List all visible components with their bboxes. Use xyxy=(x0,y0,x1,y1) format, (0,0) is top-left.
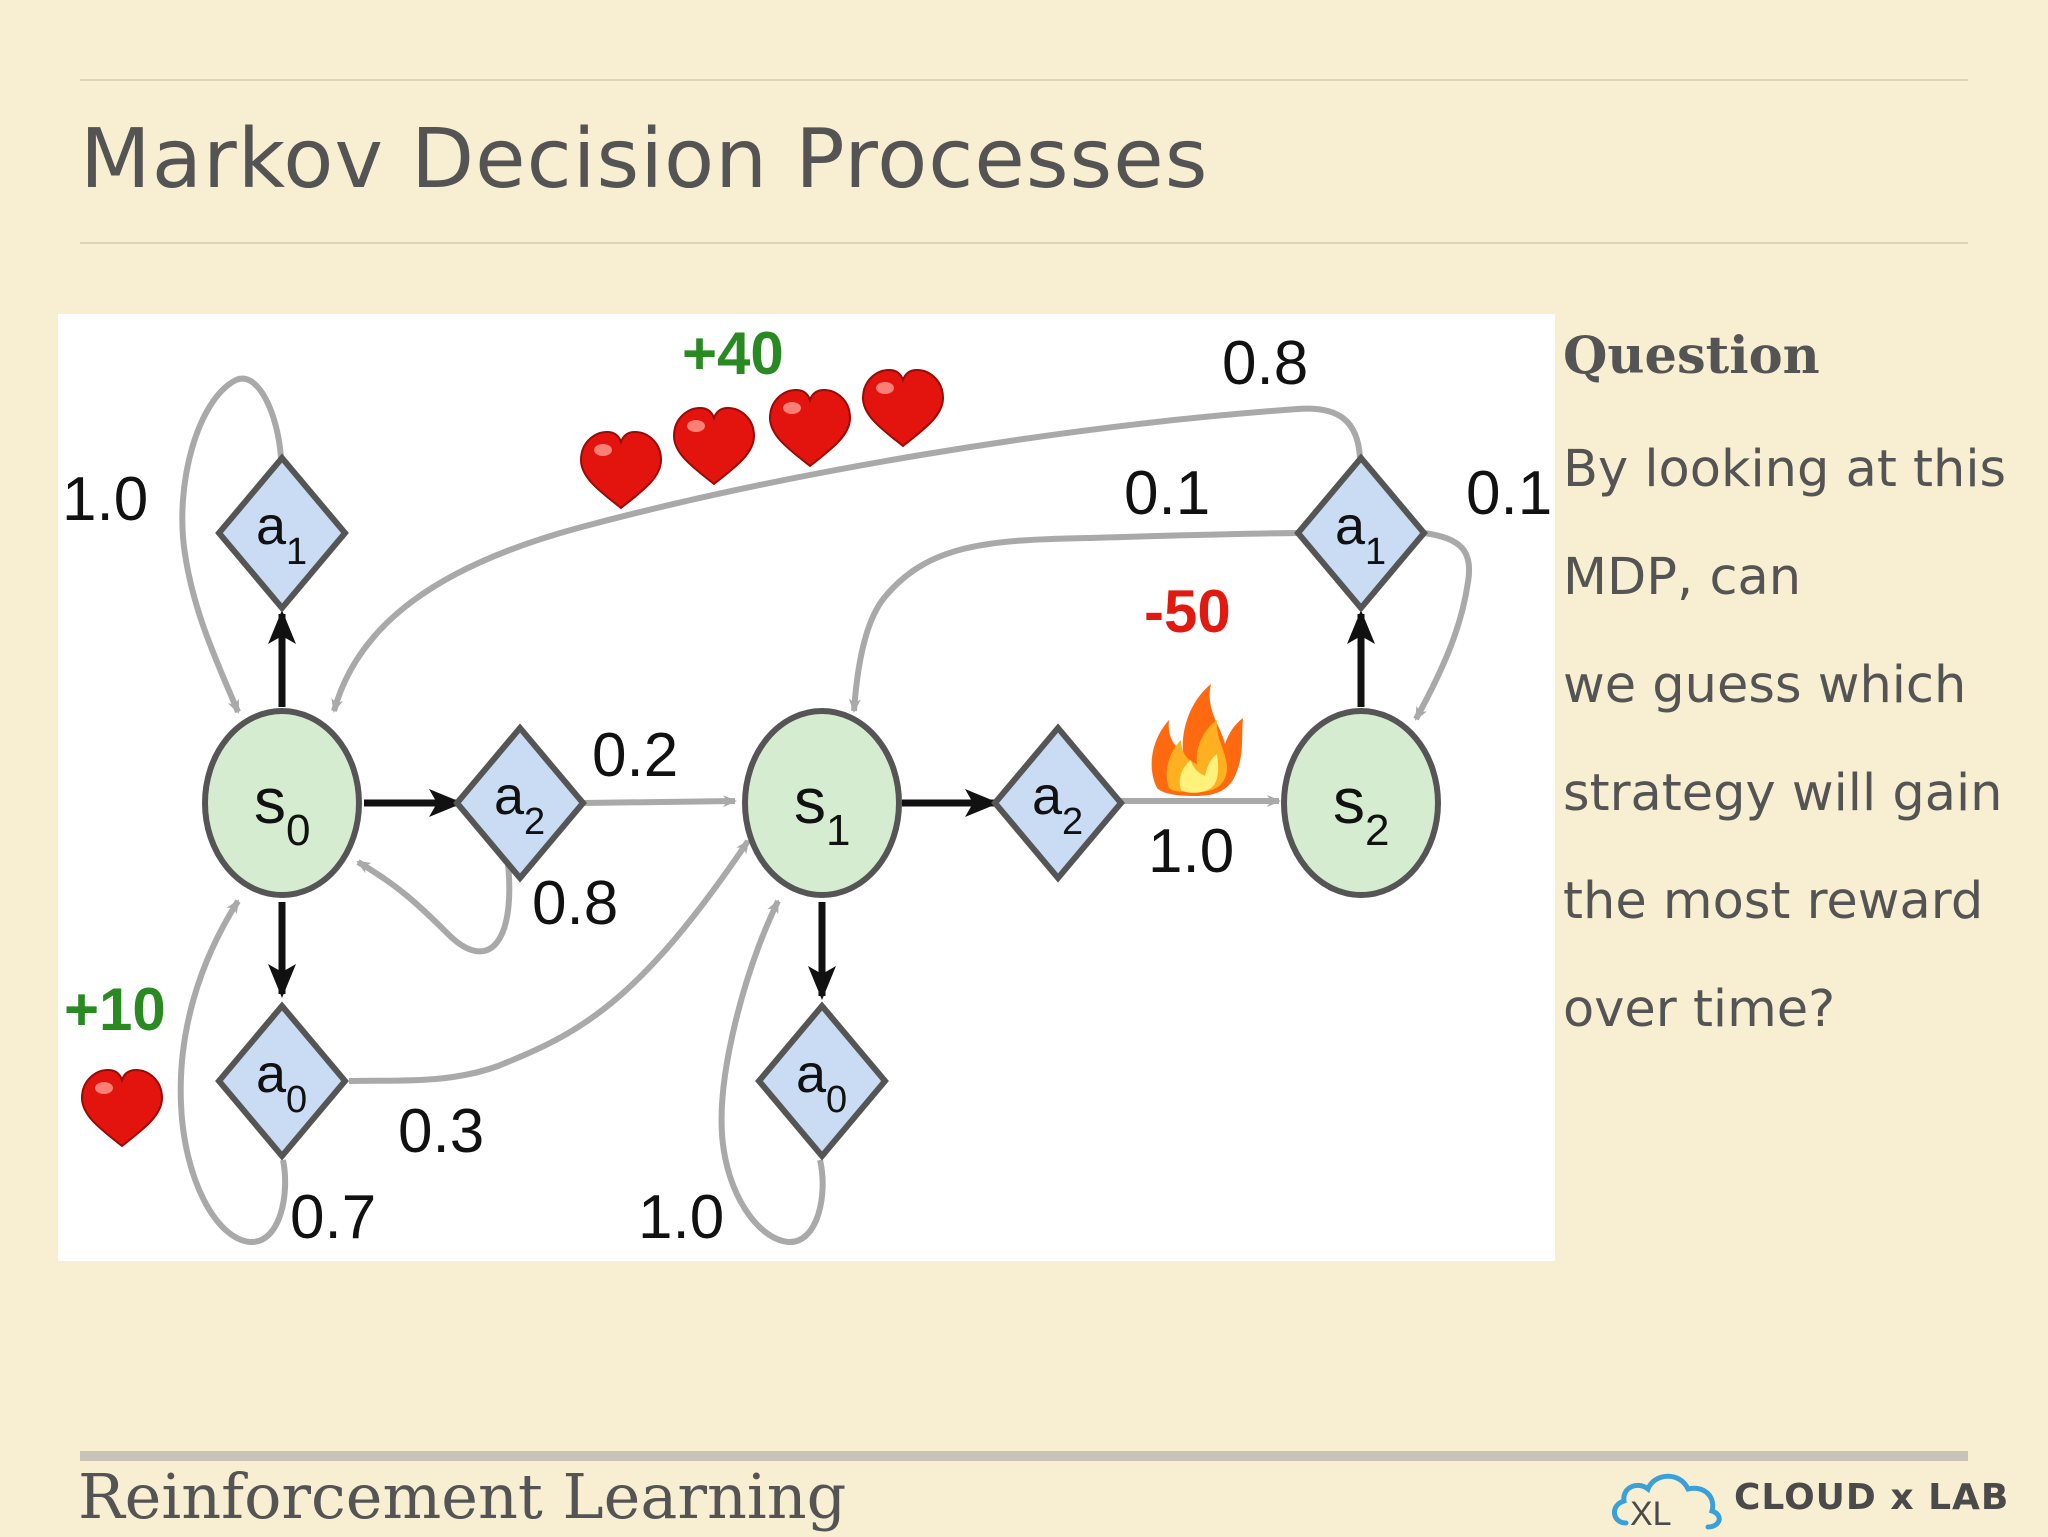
cloudxlab-logo: XL CLOUD x LAB xyxy=(1608,1467,2008,1533)
heart-icon xyxy=(580,431,662,509)
action-s0-a0 xyxy=(215,1001,349,1161)
prob-a2-s0: 0.8 xyxy=(532,869,618,938)
heart-icon xyxy=(769,389,851,467)
prob-s0-a1-loop: 1.0 xyxy=(62,465,148,534)
prob-a0-s1: 0.3 xyxy=(398,1097,484,1166)
footer-title: Reinforcement Learning xyxy=(78,1460,847,1533)
arrow-a1-s1 xyxy=(848,530,1299,713)
action-s2-a1 xyxy=(1294,453,1428,613)
heart-icon xyxy=(673,407,755,485)
arrow-a0-s0-loop xyxy=(177,899,289,1245)
prob-a2-s2: 1.0 xyxy=(1148,817,1234,886)
question-line: strategy will gain xyxy=(1563,764,2003,823)
action-s1-a0 xyxy=(755,1001,889,1161)
question-line: MDP, can xyxy=(1563,548,1802,607)
arrow-a1-s0 xyxy=(331,405,1363,713)
question-line: over time? xyxy=(1563,980,1836,1039)
prob-a1-s2: 0.1 xyxy=(1466,459,1552,528)
state-s2 xyxy=(1281,708,1441,898)
prob-a1-s0: 0.8 xyxy=(1222,329,1308,398)
action-s0-a1 xyxy=(215,453,349,613)
cloud-icon: XL xyxy=(1612,1473,1722,1533)
prob-a1-s1: 0.1 xyxy=(1124,459,1210,528)
prob-s1-a0-loop: 1.0 xyxy=(638,1183,724,1252)
arrow-a0-s1 xyxy=(348,839,751,1084)
question-heading: Question xyxy=(1563,326,1820,386)
prob-a2-s1: 0.2 xyxy=(592,721,678,790)
logo-wordmark: CLOUD x LAB xyxy=(1734,1477,2010,1518)
arrow-a1-s2-loop xyxy=(1413,530,1473,721)
reward-minus-50: -50 xyxy=(1144,578,1231,645)
slide-title: Markov Decision Processes xyxy=(80,112,1209,207)
state-s1 xyxy=(742,708,902,898)
footer-rule xyxy=(80,1451,1968,1461)
arrow-a2-s0-loop xyxy=(356,853,513,955)
action-s0-a2 xyxy=(453,723,587,883)
question-line: the most reward xyxy=(1563,872,1984,931)
prob-a0-s0: 0.7 xyxy=(290,1183,376,1252)
heart-icon xyxy=(862,369,944,447)
reward-plus-40: +40 xyxy=(682,320,784,387)
top-rule xyxy=(80,79,1968,81)
question-line: By looking at this xyxy=(1563,440,2007,499)
arrow-s1-a0-loop xyxy=(718,899,826,1245)
mdp-diagram: s0 s1 s2 a1 a2 a0 a2 a0 a1 1.0 0.2 0.8 0… xyxy=(58,314,1555,1261)
title-rule xyxy=(80,242,1968,244)
arrow-a1-s0-loop xyxy=(179,375,284,714)
heart-icon xyxy=(81,1069,163,1147)
action-s1-a2 xyxy=(991,723,1125,883)
arrow-a2-s1 xyxy=(582,795,737,808)
fire-icon xyxy=(1151,684,1243,796)
state-s0 xyxy=(202,708,362,898)
svg-text:XL: XL xyxy=(1630,1495,1672,1533)
question-line: we guess which xyxy=(1563,656,1967,715)
question-text: By looking at this MDP, can we guess whi… xyxy=(1563,428,2006,1076)
reward-plus-10: +10 xyxy=(64,976,166,1043)
